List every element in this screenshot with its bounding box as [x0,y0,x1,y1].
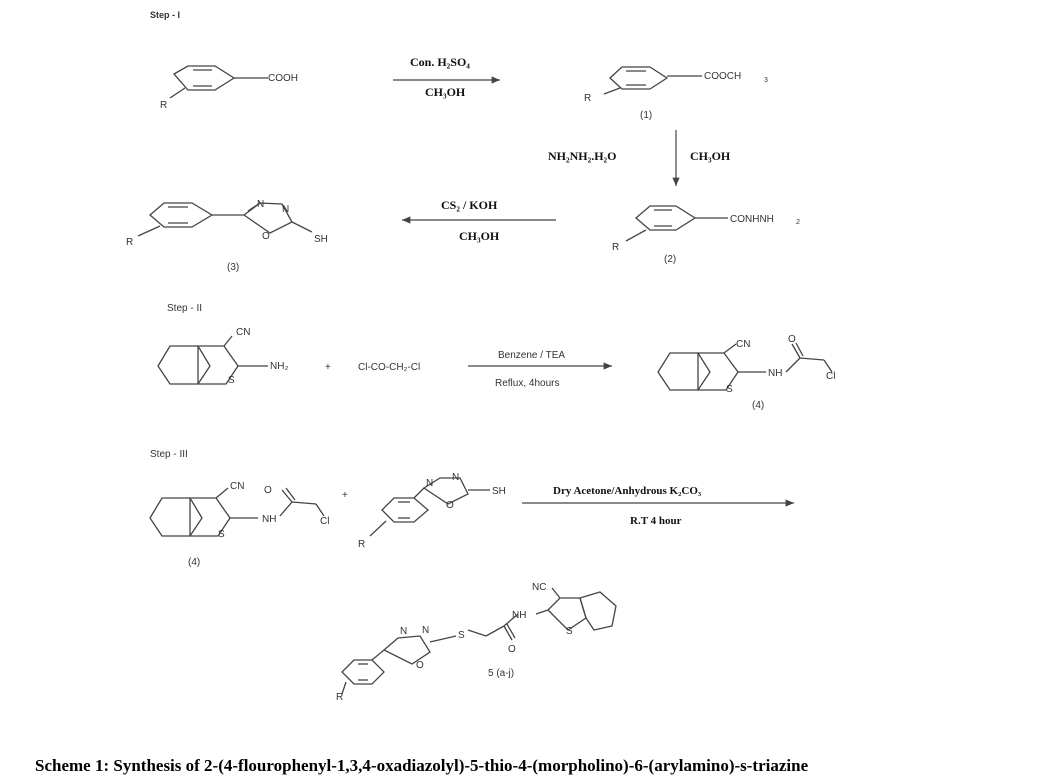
conhnh2-sub: 2 [796,219,800,226]
r-label-2: R [584,93,591,104]
s-label-4: S [458,630,465,641]
reagent-5-bottom: R.T 4 hour [630,515,682,527]
oxadiazole-n2: N [282,204,289,215]
step1-label: Step - I [150,10,180,20]
cooch3-sub: 3 [764,77,768,84]
sh-label-2: SH [492,486,506,497]
oxadiazole-o3: O [416,660,424,671]
oxadiazole-n6: N [422,625,429,636]
oxadiazole-o: O [262,231,270,242]
nh2-label: NH₂ [270,361,288,372]
step2-label: Step - II [167,303,202,314]
r-label-1: R [160,100,167,111]
chloroacetamide-structure-step3 [149,487,325,537]
benzoic-acid-structure [169,65,268,99]
oxadiazole-n3: N [426,478,433,489]
o-label-4: O [788,334,796,345]
hydrazide-structure [625,205,728,242]
s-label-2: S [726,384,733,395]
final-product-structure [341,587,617,695]
nh-label-3: NH [512,610,526,621]
reagent-3-top: CS₂ / KOH [441,198,498,212]
cooh-label: COOH [268,73,298,84]
reagent-4-bottom: Reflux, 4hours [495,378,559,389]
cn-label-3: CN [230,481,244,492]
s-label-1: S [228,375,235,386]
compound-3-label: (3) [227,262,239,273]
cn-label-1: CN [236,327,250,338]
compound-4b-label: (4) [188,557,200,568]
o-label-6: O [508,644,516,655]
oxadiazole-n1: N [257,199,264,210]
cl-label-1: Cl [826,371,835,382]
methyl-ester-structure [603,66,702,95]
aryl-oxadiazole-thiol-structure [369,477,490,537]
r-label-6: R [336,692,343,703]
scheme-caption: Scheme 1: Synthesis of 2-(4-flourophenyl… [35,756,809,775]
reagent-5-top: Dry Acetone/Anhydrous K₂CO₃ [553,485,702,497]
oxadiazole-o2: O [446,500,454,511]
oxadiazole-n5: N [400,626,407,637]
chloroacetyl-chloride-label: Cl-CO-CH₂-Cl [358,362,420,373]
compound-1-label: (1) [640,110,652,121]
cooch3-label: COOCH [704,71,741,82]
chloroacetamide-structure [657,342,833,391]
sh-label-1: SH [314,234,328,245]
nh-label-2: NH [262,514,276,525]
reagent-2-left: NH₂NH₂.H₂O [548,149,616,163]
plus-sign-2: + [342,490,348,501]
s-label-3: S [218,529,225,540]
reagent-2-right: CH₃OH [690,149,731,163]
r-label-3: R [612,242,619,253]
nc-label: NC [532,582,546,593]
oxadiazole-n4: N [452,472,459,483]
step3-label: Step - III [150,449,188,460]
compound-5-label: 5 (a-j) [488,668,514,679]
reagent-3-bottom: CH₃OH [459,229,500,243]
reagent-1-top: Con. H₂SO₄ [410,55,470,69]
o-label-5: O [264,485,272,496]
conhnh2-label: CONHNH [730,214,774,225]
oxadiazole-thiol-structure [137,202,313,237]
r-label-4: R [126,237,133,248]
cl-label-2: Cl [320,516,329,527]
cn-label-2: CN [736,339,750,350]
reagent-4-top: Benzene / TEA [498,350,565,361]
s-label-5: S [566,626,573,637]
compound-4-label: (4) [752,400,764,411]
aminothiophene-structure [157,335,268,385]
r-label-5: R [358,539,365,550]
reagent-1-bottom: CH₃OH [425,85,466,99]
compound-2-label: (2) [664,254,676,265]
plus-sign-1: + [325,362,331,373]
nh-label-1: NH [768,368,782,379]
